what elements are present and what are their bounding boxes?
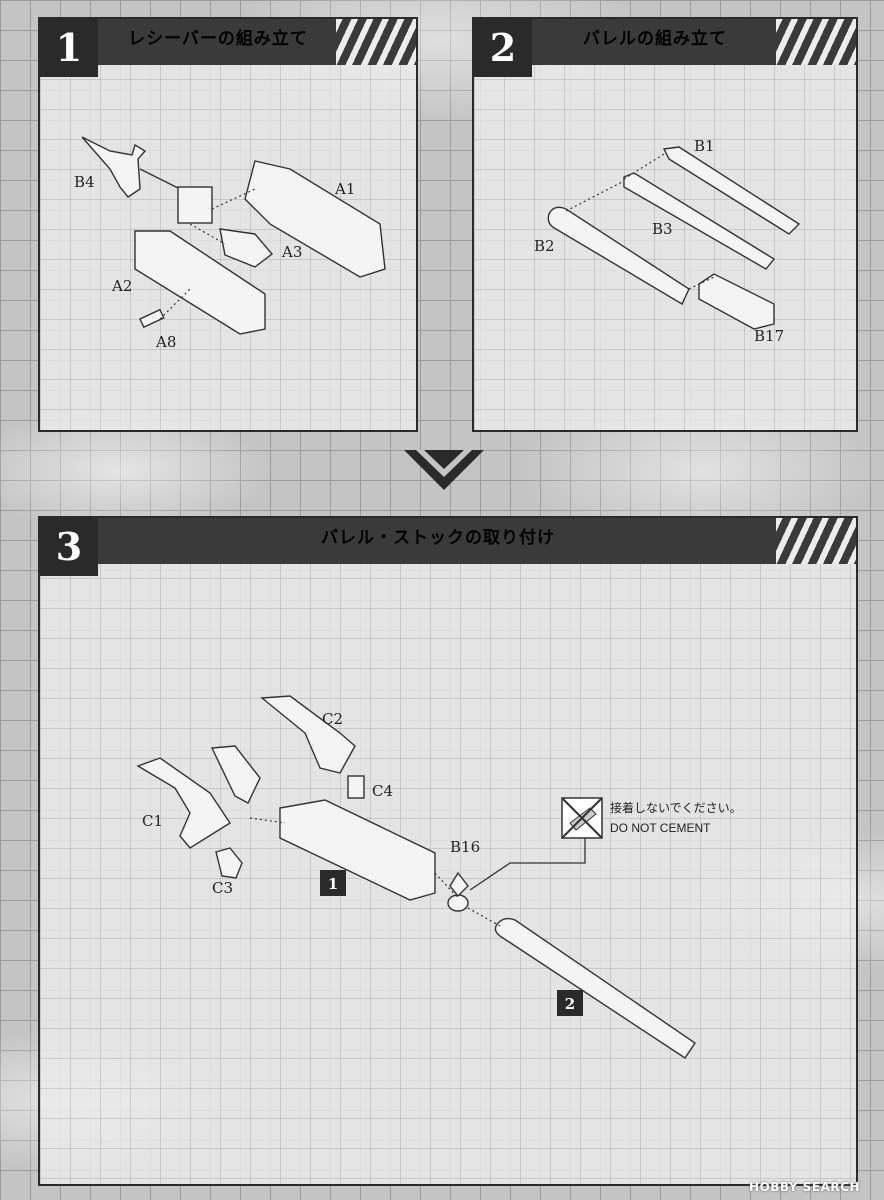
label-c3: C3 xyxy=(212,879,233,897)
step-1-panel: 1 レシーバーの組み立て B4 A1 A3 A2 A8 xyxy=(38,17,418,432)
header-stripes xyxy=(776,19,856,65)
part-receiver-shape xyxy=(279,799,436,901)
label-b1: B1 xyxy=(694,137,715,155)
label-a8: A8 xyxy=(155,333,176,351)
label-b3: B3 xyxy=(652,220,673,238)
subassembly-1-badge: 1 xyxy=(320,870,346,896)
part-b4-block xyxy=(177,186,213,224)
part-middle-lever-shape xyxy=(210,745,261,804)
next-step-arrow-icon xyxy=(404,450,484,490)
label-a1: A1 xyxy=(334,180,355,198)
step-1-number: 1 xyxy=(40,19,98,77)
header-stripes xyxy=(776,518,856,564)
part-c2-shape xyxy=(260,695,356,774)
svg-text:2: 2 xyxy=(565,995,575,1013)
step-3-diagram: 接着しないでください。 DO NOT CEMENT C2 C4 C1 B16 C… xyxy=(136,695,742,1059)
part-b1-shape xyxy=(662,146,801,235)
svg-text:1: 1 xyxy=(328,875,338,893)
part-b17-shape xyxy=(698,273,775,330)
part-a3-shape xyxy=(219,228,274,268)
label-b4: B4 xyxy=(74,173,95,191)
part-c4-shape xyxy=(347,775,365,799)
subassembly-2-badge: 2 xyxy=(557,990,583,1016)
part-a1-shape xyxy=(244,160,386,278)
step-1-diagram: B4 A1 A3 A2 A8 xyxy=(74,136,386,351)
part-c1-shape xyxy=(136,757,231,849)
part-c3-shape xyxy=(215,847,243,879)
step-3-header xyxy=(40,518,856,564)
step-1-header xyxy=(40,19,416,65)
step-3-number: 3 xyxy=(40,518,98,576)
step-2-title: バレルの組み立て xyxy=(583,29,727,49)
step-2-number: 2 xyxy=(474,19,532,77)
step-1-title: レシーバーの組み立て xyxy=(128,29,308,49)
part-a2-shape xyxy=(134,230,266,335)
part-barrel-shape xyxy=(494,917,696,1059)
label-b17: B17 xyxy=(754,327,784,345)
label-c4: C4 xyxy=(372,782,393,800)
part-b16-shape xyxy=(447,894,469,912)
no-cement-icon xyxy=(561,797,603,839)
note-en-text: DO NOT CEMENT xyxy=(610,821,711,835)
step-2-header xyxy=(474,19,856,65)
watermark: HOBBY SEARCH xyxy=(749,1180,860,1194)
step-2-diagram: B1 B3 B2 B17 xyxy=(534,137,801,345)
label-b2: B2 xyxy=(534,237,555,255)
step-3-panel: 3 バレル・ストックの取り付け xyxy=(38,516,858,1186)
part-b3-shape xyxy=(623,172,776,270)
step-2-panel: 2 バレルの組み立て B1 B3 B2 B17 xyxy=(472,17,858,432)
label-b16: B16 xyxy=(450,838,480,856)
part-a8-shape xyxy=(139,308,165,329)
label-c1: C1 xyxy=(142,812,163,830)
header-stripes xyxy=(336,19,416,65)
part-b2-shape xyxy=(547,206,690,305)
note-jp-text: 接着しないでください。 xyxy=(610,800,742,815)
part-b4-shape xyxy=(81,136,147,198)
label-c2: C2 xyxy=(322,710,343,728)
label-a3: A3 xyxy=(281,243,302,261)
label-a2: A2 xyxy=(111,277,132,295)
step-3-title: バレル・ストックの取り付け xyxy=(321,528,555,548)
